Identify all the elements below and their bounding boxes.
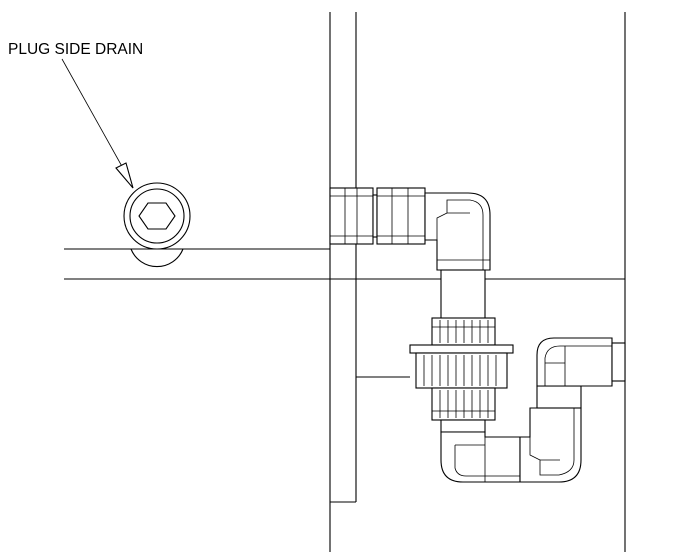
vertical-pipe (440, 269, 486, 321)
callout-label: PLUG SIDE DRAIN (8, 41, 143, 58)
union-fitting (409, 317, 514, 421)
lower-elbow-right (519, 407, 582, 483)
top-right-elbow (536, 337, 626, 387)
hex-socket-plug-icon (123, 182, 191, 268)
riser-pipe (536, 385, 582, 409)
callout-leader (61, 58, 134, 189)
frame-lines (329, 12, 626, 552)
horizontal-lines (64, 248, 625, 378)
bulkhead-fitting (329, 187, 426, 245)
lower-elbow-left (440, 419, 521, 483)
upper-elbow (424, 192, 491, 271)
